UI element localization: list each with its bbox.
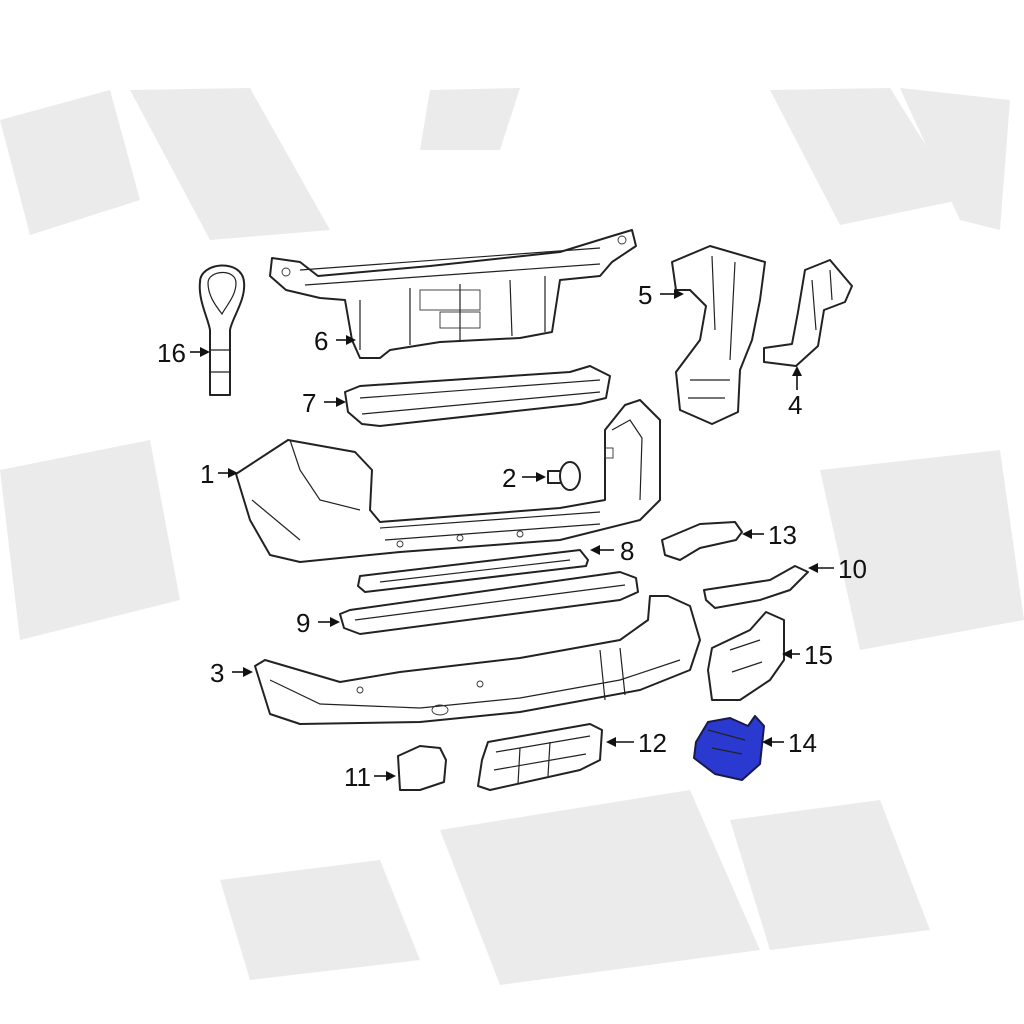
- watermark: [0, 88, 1024, 985]
- callout-11: 11: [344, 762, 371, 792]
- callout-7: 7: [302, 388, 316, 418]
- callout-4: 4: [788, 390, 802, 420]
- callout-14: 14: [788, 728, 817, 758]
- leader-lines: [190, 289, 834, 781]
- part-15-bracket: [707, 611, 785, 701]
- part-13-bracket: [661, 521, 743, 561]
- callout-3: 3: [210, 658, 224, 688]
- callout-8: 8: [620, 536, 634, 566]
- callout-10: 10: [838, 554, 867, 584]
- callout-1: 1: [200, 459, 214, 489]
- part-2-clip: [547, 461, 581, 491]
- part-6-bracket: [269, 229, 637, 359]
- callout-6: 6: [314, 326, 328, 356]
- callout-16: 16: [157, 338, 186, 368]
- part-5-side-bracket: [671, 245, 766, 425]
- part-7-beam: [344, 365, 611, 427]
- part-14-highlighted: [693, 715, 765, 781]
- part-4-bracket: [763, 259, 853, 367]
- part-10-trim: [703, 565, 809, 609]
- callout-9: 9: [296, 608, 310, 638]
- callout-12: 12: [638, 728, 667, 758]
- callout-13: 13: [768, 520, 797, 550]
- callout-2: 2: [502, 463, 516, 493]
- part-16-tow-hook: [198, 264, 246, 396]
- part-1-fascia: [235, 399, 661, 563]
- part-12-skid-plate: [477, 723, 603, 791]
- part-9-step-pad: [339, 571, 639, 635]
- part-11-clip: [397, 745, 447, 791]
- part-8-strip: [357, 549, 589, 593]
- callout-labels: 16 6 7 5 4 1 2 8 9 10 13 3 11 12 14 15: [157, 280, 867, 792]
- part-3-valance: [254, 595, 701, 725]
- callout-15: 15: [804, 640, 833, 670]
- callout-5: 5: [638, 280, 652, 310]
